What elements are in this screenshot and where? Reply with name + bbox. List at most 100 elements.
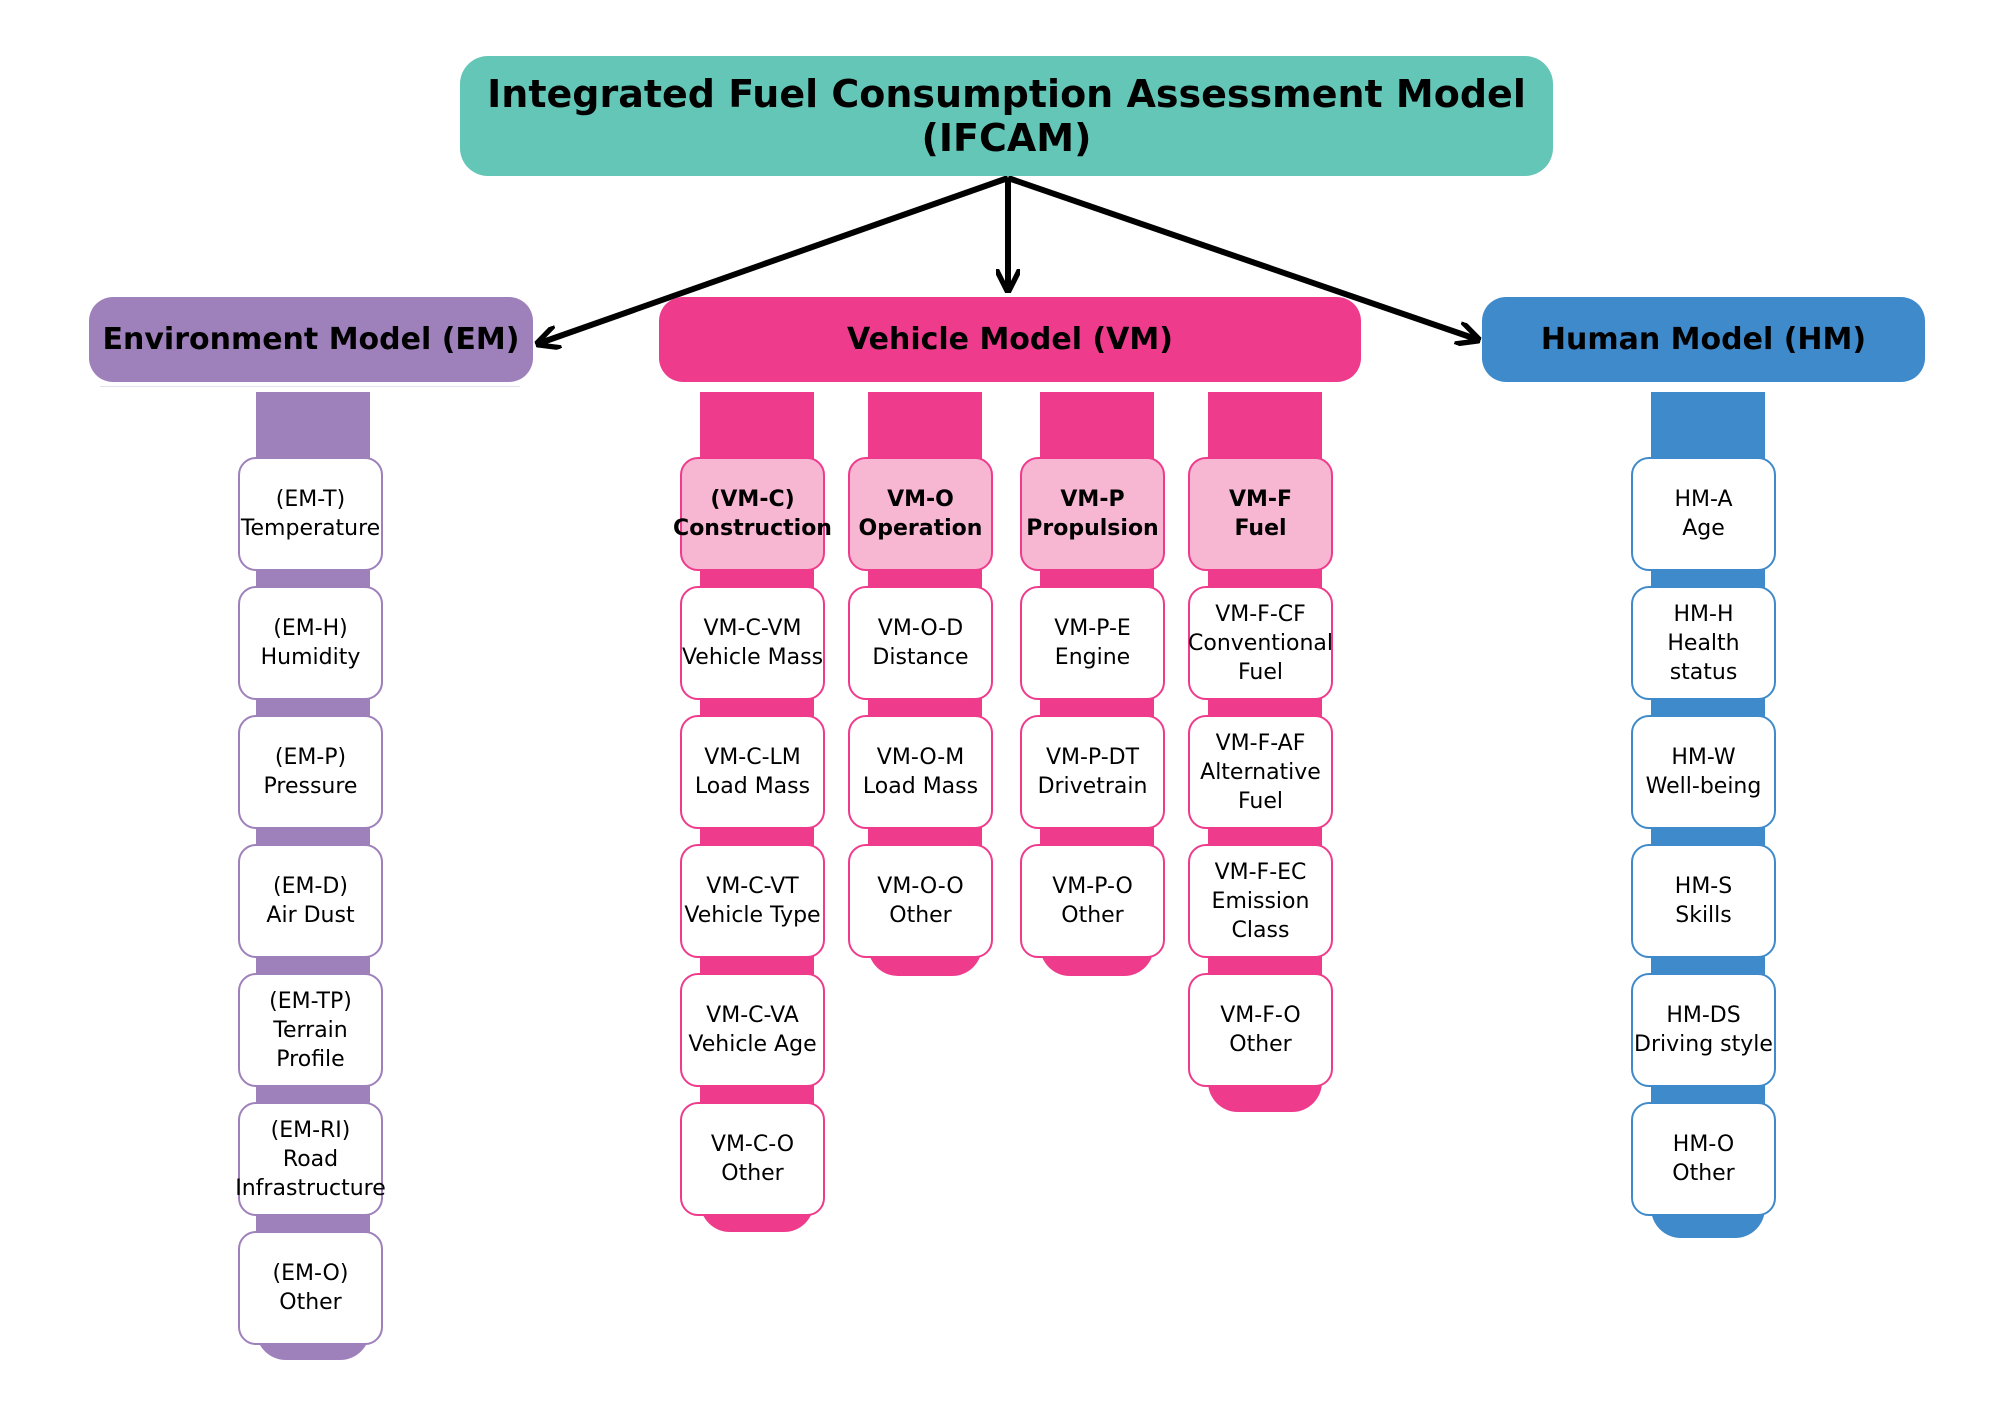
human-item: HM-DS Driving style (1631, 973, 1776, 1087)
diagram-title: Integrated Fuel Consumption Assessment M… (460, 56, 1553, 176)
operation-subheader: VM-O Operation (848, 457, 993, 571)
construction-item: VM-C-LM Load Mass (680, 715, 825, 829)
item-label: Conventional (1188, 630, 1333, 656)
item-label: Road (282, 1146, 339, 1172)
fuel-item: VM-F-CF Conventional Fuel (1188, 586, 1333, 700)
item-label: Engine (1054, 645, 1131, 670)
item-code: (EM-RI) (270, 1117, 351, 1143)
item-code: VM-F-AF (1215, 730, 1306, 756)
item-label: Load Mass (862, 774, 979, 799)
item-label: Alternative (1200, 759, 1321, 785)
item-label: Vehicle Age (688, 1032, 817, 1057)
environment-model-header: Environment Model (EM) (89, 297, 533, 382)
item-label: Air Dust (266, 903, 355, 928)
operation-item: VM-O-D Distance (848, 586, 993, 700)
operation-item: VM-O-M Load Mass (848, 715, 993, 829)
group-code: (VM-C) (710, 487, 795, 512)
item-label: Other (1229, 1032, 1292, 1057)
human-item: HM-H Health status (1631, 586, 1776, 700)
item-label: Health (1667, 630, 1740, 656)
construction-item: VM-C-O Other (680, 1102, 825, 1216)
item-label: Other (1672, 1161, 1735, 1186)
item-label: Terrain (273, 1017, 348, 1043)
item-code: VM-P-O (1052, 874, 1133, 899)
item-code: (EM-P) (274, 745, 347, 770)
construction-subheader: (VM-C) Construction (673, 457, 832, 571)
construction-item: VM-C-VM Vehicle Mass (680, 586, 825, 700)
item-label: Other (1061, 903, 1124, 928)
construction-item: VM-C-VA Vehicle Age (680, 973, 825, 1087)
item-label: Driving style (1634, 1032, 1773, 1057)
human-model-header: Human Model (HM) (1482, 297, 1925, 382)
item-label: Humidity (260, 645, 361, 670)
group-label: Construction (673, 516, 832, 541)
environment-item: (EM-O) Other (238, 1231, 383, 1345)
item-code: HM-W (1671, 745, 1736, 770)
environment-divider (100, 386, 520, 387)
human-item: HM-A Age (1631, 457, 1776, 571)
item-code: HM-O (1672, 1132, 1735, 1157)
human-item: HM-W Well-being (1631, 715, 1776, 829)
item-label: Pressure (263, 774, 358, 799)
item-label-line2: Class (1231, 917, 1290, 943)
fuel-item: VM-F-EC Emission Class (1188, 844, 1333, 958)
item-label: Load Mass (694, 774, 811, 799)
item-label: Temperature (240, 516, 381, 541)
item-code: VM-O-D (877, 616, 964, 641)
item-code: HM-DS (1666, 1003, 1741, 1028)
item-label: Age (1682, 516, 1725, 541)
item-label: Other (721, 1161, 784, 1186)
item-code: VM-C-VM (703, 616, 802, 641)
environment-item: (EM-RI) Road Infrastructure (235, 1102, 386, 1216)
item-label-line2: status (1669, 659, 1738, 685)
human-item: HM-O Other (1631, 1102, 1776, 1216)
item-code: VM-C-VA (706, 1003, 799, 1028)
propulsion-item: VM-P-DT Drivetrain (1020, 715, 1165, 829)
group-code: VM-P (1060, 487, 1125, 512)
propulsion-subheader: VM-P Propulsion (1020, 457, 1165, 571)
group-label: Fuel (1234, 516, 1287, 541)
item-label: Other (889, 903, 952, 928)
human-item: HM-S Skills (1631, 844, 1776, 958)
item-code: HM-A (1674, 487, 1733, 512)
fuel-subheader: VM-F Fuel (1188, 457, 1333, 571)
item-label: Well-being (1645, 774, 1762, 799)
group-code: VM-O (887, 487, 954, 512)
group-label: Operation (858, 516, 983, 541)
group-label: Propulsion (1026, 516, 1159, 541)
item-label: Drivetrain (1037, 774, 1148, 799)
group-code: VM-F (1228, 487, 1293, 512)
operation-item: VM-O-O Other (848, 844, 993, 958)
item-label: Other (279, 1290, 342, 1315)
item-code: VM-F-CF (1215, 601, 1306, 627)
environment-item: (EM-P) Pressure (238, 715, 383, 829)
item-code: (EM-T) (275, 487, 346, 512)
item-code: VM-C-LM (704, 745, 801, 770)
environment-item: (EM-TP) Terrain Profile (238, 973, 383, 1087)
item-code: VM-P-DT (1045, 745, 1140, 770)
propulsion-item: VM-P-E Engine (1020, 586, 1165, 700)
item-code: (EM-H) (273, 616, 348, 641)
item-label-line2: Fuel (1237, 788, 1284, 814)
item-code: VM-C-O (710, 1132, 795, 1157)
arrow-to-human (1007, 175, 1476, 339)
item-label: Skills (1675, 903, 1732, 928)
arrow-to-environment (540, 175, 1009, 343)
item-label: Emission (1211, 888, 1310, 914)
item-code: VM-F-O (1220, 1003, 1301, 1028)
item-code: VM-O-O (877, 874, 964, 899)
item-code: HM-S (1674, 874, 1733, 899)
item-code: VM-O-M (876, 745, 965, 770)
item-label: Vehicle Type (684, 903, 821, 928)
propulsion-item: VM-P-O Other (1020, 844, 1165, 958)
item-code: VM-P-E (1054, 616, 1131, 641)
item-label-line2: Infrastructure (235, 1175, 386, 1201)
item-code: (EM-O) (272, 1261, 349, 1286)
item-code: (EM-D) (273, 874, 348, 899)
environment-item: (EM-D) Air Dust (238, 844, 383, 958)
construction-item: VM-C-VT Vehicle Type (680, 844, 825, 958)
item-code: VM-F-EC (1214, 859, 1307, 885)
item-code: VM-C-VT (706, 874, 799, 899)
item-label-line2: Profile (276, 1046, 345, 1072)
